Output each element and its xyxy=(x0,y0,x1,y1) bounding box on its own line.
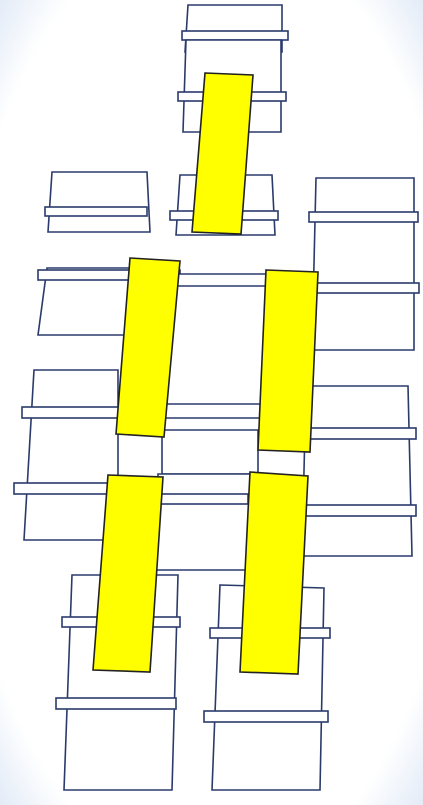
frame-link xyxy=(162,404,262,418)
frame-crossbar xyxy=(56,698,176,709)
frame-crossbar xyxy=(204,711,328,722)
frame-crossbar xyxy=(182,31,288,40)
frame-body xyxy=(312,178,414,350)
frame-crossbar xyxy=(309,212,418,222)
frame-crossbar xyxy=(22,407,122,418)
frame-body xyxy=(24,370,118,540)
frame-crossbar xyxy=(306,283,419,293)
frame-crossbar xyxy=(45,207,147,216)
frame-crossbar xyxy=(160,494,248,504)
frame-crossbar xyxy=(304,505,416,516)
frame-body xyxy=(302,386,412,556)
highlight-block-upper-right xyxy=(258,270,318,452)
frame-crossbar xyxy=(305,428,416,439)
frame-body xyxy=(156,474,252,570)
highlight-block-lower-right xyxy=(240,472,308,674)
frame-body xyxy=(162,430,258,474)
frame-body xyxy=(48,172,150,232)
frame-link xyxy=(176,274,268,286)
